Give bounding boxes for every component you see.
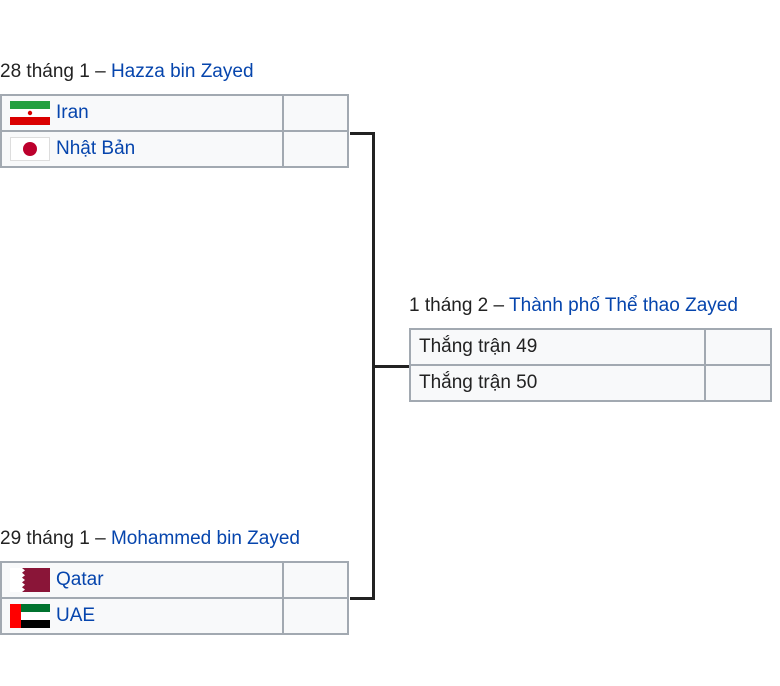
score-cell [704,364,772,402]
final-team-2: Thắng trận 50 [419,372,538,393]
match-2-box: Qatar UAE [0,561,349,637]
score-cell [282,130,349,168]
final-venue-link[interactable]: Thành phố Thể thao Zayed [509,295,738,316]
connector-final-stub [372,365,410,368]
match-1-header: 28 tháng 1 – Hazza bin Zayed [0,60,254,84]
team-cell: Qatar [0,561,284,599]
team-cell: UAE [0,597,284,635]
match-2-date: 29 tháng 1 – [0,528,111,549]
team-row: Thắng trận 50 [409,364,772,404]
final-box: Thắng trận 49 Thắng trận 50 [409,328,772,404]
team-link-uae[interactable]: UAE [56,605,96,626]
team-link-japan[interactable]: Nhật Bản [56,138,136,159]
final-header: 1 tháng 2 – Thành phố Thể thao Zayed [409,294,738,318]
score-cell [282,597,349,635]
team-row: Iran [0,94,349,132]
japan-flag-icon [10,137,50,161]
match-2-header: 29 tháng 1 – Mohammed bin Zayed [0,527,300,551]
match-1-venue-link[interactable]: Hazza bin Zayed [110,61,254,82]
connector-bottom-stub [350,597,375,600]
team-cell: Thắng trận 49 [409,328,706,366]
match-1-date: 28 tháng 1 – [0,61,111,82]
final-date: 1 tháng 2 – [409,295,510,316]
match-2-venue-link[interactable]: Mohammed bin Zayed [110,528,300,549]
team-link-qatar[interactable]: Qatar [56,569,104,590]
match-1-box: Iran Nhật Bản [0,94,349,170]
final-team-1: Thắng trận 49 [419,336,538,357]
score-cell [704,328,772,366]
team-row: Thắng trận 49 [409,328,772,366]
team-row: UAE [0,597,349,637]
uae-flag-icon [10,604,50,628]
score-cell [282,561,349,599]
qatar-flag-icon [10,568,50,592]
team-row: Qatar [0,561,349,599]
connector-top-stub [350,132,375,135]
team-cell: Iran [0,94,284,132]
team-link-iran[interactable]: Iran [56,102,89,123]
team-row: Nhật Bản [0,130,349,170]
score-cell [282,94,349,132]
iran-flag-icon [10,101,50,125]
team-cell: Thắng trận 50 [409,364,706,402]
team-cell: Nhật Bản [0,130,284,168]
